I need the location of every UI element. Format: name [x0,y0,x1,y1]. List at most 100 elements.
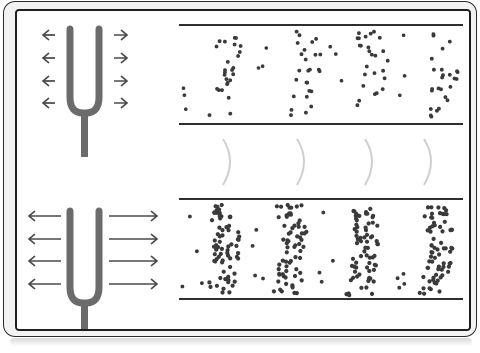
particle [367,261,371,265]
particle [225,77,229,81]
top-particle-bands [182,30,460,119]
particle [281,259,285,263]
particle [364,285,368,289]
particle [299,238,303,242]
particle [290,283,294,287]
particle [373,92,377,96]
particle [305,95,309,99]
particle [224,225,228,229]
particle [402,272,406,276]
wavefront-arc [365,139,372,185]
particle [233,43,237,47]
particle [212,245,216,249]
particle [429,250,433,254]
particle [284,282,288,286]
particle [289,113,293,117]
particle [445,212,449,216]
particle [432,68,436,72]
particle [227,290,231,294]
particle [228,78,232,82]
particle [231,66,235,70]
particle [280,289,284,293]
particle [437,107,441,111]
particle [227,96,231,100]
particle [285,215,289,219]
particle [396,276,400,280]
particle [444,208,448,212]
particle [284,275,288,279]
particle [257,66,261,70]
particle [446,98,450,102]
particle [429,255,433,259]
particle [182,86,186,90]
particle [362,249,366,253]
particle [370,53,374,57]
particle [367,49,371,53]
particle [289,206,293,210]
particle [281,272,285,276]
particle [299,203,303,207]
wavefront-arc [424,139,431,185]
sound-wave-illustration [17,11,471,331]
particle [284,269,288,273]
particle [357,272,361,276]
particle [309,105,313,109]
particle [428,226,432,230]
particle [440,68,444,72]
particle [397,286,401,290]
particle [444,95,448,99]
particle [440,229,444,233]
illustration-frame [3,1,477,337]
particle [428,286,432,290]
particle [294,267,298,271]
particle [351,257,355,261]
particle [367,221,371,225]
particle [430,212,434,216]
particle [294,78,298,82]
particle [226,248,230,252]
particle [213,238,217,242]
particle [350,264,354,268]
particle [236,251,240,255]
particle [421,286,425,290]
particle [373,263,377,267]
particle [218,211,222,215]
particle [432,237,436,241]
particle [214,204,218,208]
particle [218,240,222,244]
particle [357,99,361,103]
particle [218,276,222,280]
particle [220,260,224,264]
particle [372,268,376,272]
particle [443,220,447,224]
particle [455,77,459,81]
particle [298,218,302,222]
particle [421,275,425,279]
bottom-particle-bands [181,203,455,297]
particle [366,246,370,250]
particle [215,284,219,288]
particle [222,270,226,274]
particle [290,226,294,230]
particle [359,239,363,243]
particle [215,45,219,49]
particle [277,215,281,219]
particle [381,49,385,53]
particle [349,278,353,282]
particle [305,81,309,85]
particle [373,71,377,75]
frame-shadow [10,338,472,346]
particle [261,64,265,68]
particle [300,278,304,282]
particle [437,289,441,293]
particle [310,90,314,94]
particle [369,235,373,239]
particle [220,290,224,294]
particle [228,112,232,116]
particle [375,224,379,228]
particle [423,214,427,218]
particle [355,218,359,222]
particle [328,45,332,49]
particle [188,215,192,219]
particle [184,107,188,111]
